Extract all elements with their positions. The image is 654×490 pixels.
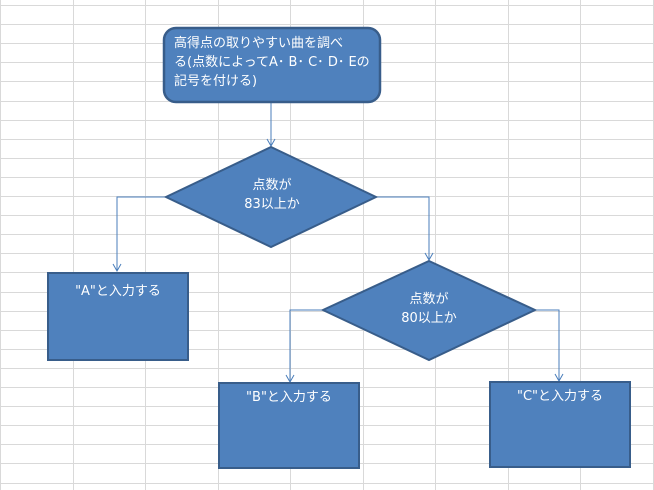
process-b-label: "B"と入力する — [246, 390, 332, 405]
arrowhead-a — [112, 263, 122, 273]
process-a-box — [47, 272, 189, 361]
process-a-label: "A"と入力する — [75, 284, 161, 299]
start-terminal-text: 高得点の取りやすい曲を調べ る(点数によってA･ B･ C･ D･ Eの 記号を… — [174, 34, 384, 91]
connectors — [112, 103, 564, 384]
decision-80-line-2: 80以上か — [401, 311, 457, 326]
decision-83-line-2: 83以上か — [244, 197, 300, 212]
process-c-box — [489, 381, 631, 468]
decision-83-line-1: 点数が — [252, 178, 292, 193]
decision-80-text: 点数が 80以上か — [369, 290, 489, 328]
decision-83-diamond — [163, 145, 379, 249]
decision-83-text: 点数が 83以上か — [212, 176, 332, 214]
start-line-2: る(点数によってA･ B･ C･ D･ Eの — [174, 55, 370, 70]
start-line-3: 記号を付ける) — [174, 74, 258, 89]
connector-decision2-to-c — [535, 309, 560, 380]
start-terminal — [162, 26, 382, 104]
connector-decision1-to-a — [116, 196, 166, 270]
decision-80-diamond — [320, 259, 538, 362]
process-b-box — [218, 382, 360, 469]
connector-decision2-to-b — [289, 309, 323, 381]
connector-decision1-to-decision2 — [376, 196, 430, 259]
decision-80-line-1: 点数が — [409, 292, 449, 307]
start-line-1: 高得点の取りやすい曲を調べ — [174, 36, 344, 51]
process-c-label: "C"と入力する — [516, 389, 604, 404]
